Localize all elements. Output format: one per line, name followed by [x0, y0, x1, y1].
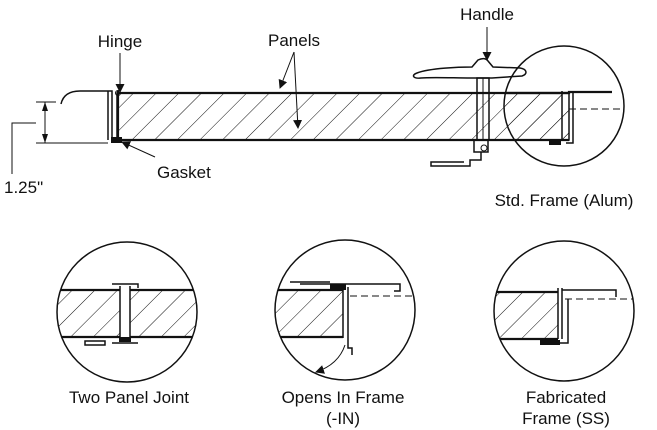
panels-arrow-2 [293, 51, 303, 129]
two-panel-label: Two Panel Joint [69, 388, 189, 407]
door-panel [116, 92, 570, 141]
panels-label: Panels [268, 31, 320, 50]
opens-in-label-2: (-IN) [326, 409, 360, 428]
hinge-assembly [60, 90, 122, 143]
std-frame-label: Std. Frame (Alum) [495, 191, 634, 210]
panels-arrow-1 [278, 51, 295, 89]
fabricated-frame-detail [493, 240, 635, 382]
dimension-label: 1.25" [4, 178, 43, 197]
main-door-section [11, 45, 625, 174]
gasket-block [111, 137, 122, 143]
gasket-arrow [121, 141, 156, 158]
std-frame-detail [503, 45, 625, 167]
fabricated-label-2: Frame (SS) [522, 409, 610, 428]
opens-in-label-1: Opens In Frame [282, 388, 405, 407]
handle-label: Handle [460, 5, 514, 24]
opens-in-frame-detail [274, 239, 416, 381]
two-panel-joint-detail [56, 241, 198, 383]
handle-assembly [412, 57, 527, 167]
hinge-label: Hinge [98, 32, 142, 51]
fabricated-label-1: Fabricated [526, 388, 606, 407]
gasket-label: Gasket [157, 163, 211, 182]
dimension-marker [11, 101, 108, 174]
opens-in-arrow [315, 344, 346, 374]
